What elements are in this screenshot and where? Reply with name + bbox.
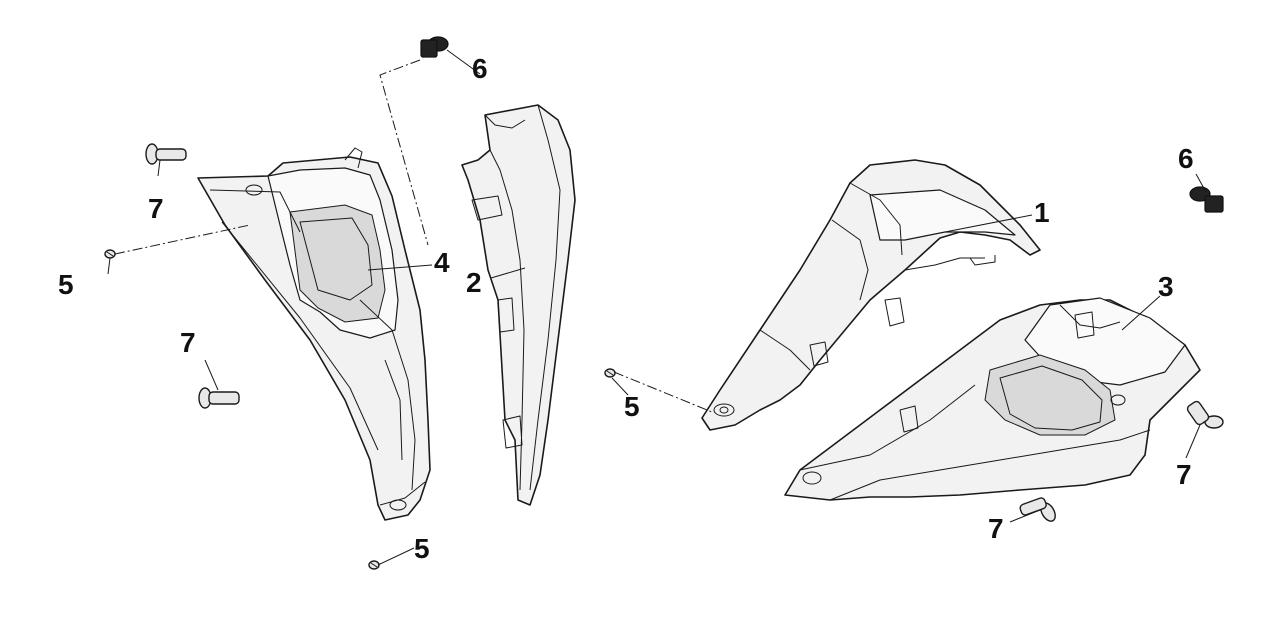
callout-7-left-lower: 7: [180, 327, 196, 358]
part-3-lower-right-side-cover: [784, 297, 1201, 501]
callout-1: 1: [1034, 197, 1050, 228]
callout-3: 3: [1158, 271, 1174, 302]
callout-4: 4: [434, 247, 450, 278]
callout-7-left-upper: 7: [148, 193, 164, 224]
callout-6-top: 6: [472, 53, 488, 84]
rivet-7-left-lower: [198, 387, 240, 409]
part-2-trim-strip: [461, 104, 576, 506]
callout-5-middle: 5: [624, 391, 640, 422]
rivet-7-left-upper: [145, 143, 187, 165]
rivet-7-bottom: [1019, 497, 1056, 522]
assembly-line-bolt-6: [379, 59, 429, 246]
bolt-6-right: [1189, 186, 1224, 213]
callout-5-left-lower: 5: [414, 533, 430, 564]
part-1-upper-right-cover: [701, 159, 1041, 431]
screw-5-middle: [604, 368, 616, 378]
callout-2: 2: [466, 267, 482, 298]
callout-5-left-upper: 5: [58, 269, 74, 300]
assembly-line-screw-5-left: [114, 224, 251, 255]
screw-5-left-upper: [104, 249, 116, 259]
callout-7-bottom: 7: [988, 513, 1004, 544]
callout-6-right: 6: [1178, 143, 1194, 174]
bolt-6-top: [420, 36, 449, 58]
screw-5-left-lower: [368, 560, 380, 570]
leader-lines: [107, 49, 1207, 566]
rivet-7-right: [1186, 400, 1224, 429]
part-4-left-side-cover: [197, 147, 431, 521]
callout-7-right: 7: [1176, 459, 1192, 490]
